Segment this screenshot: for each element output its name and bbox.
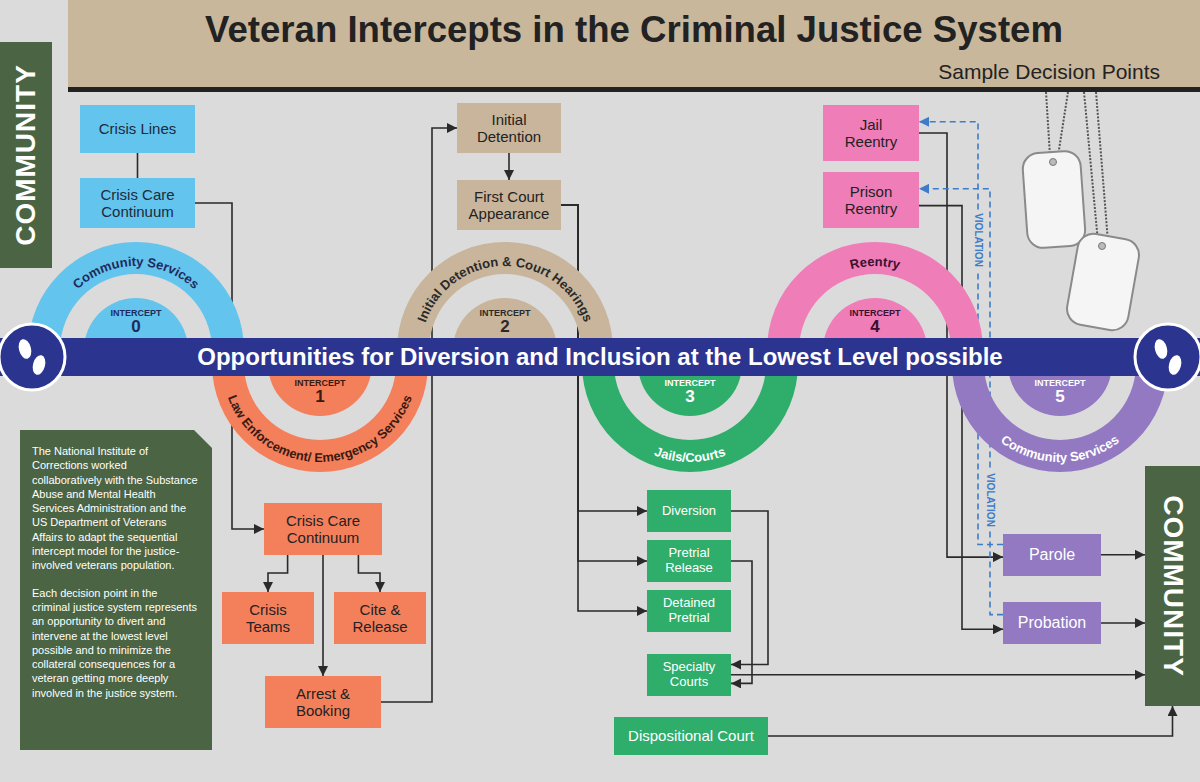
intercept-ring: Initial Detention & Court HearingsINTERC… <box>397 242 613 350</box>
process-box: Dispositional Court <box>614 717 768 755</box>
connector-line <box>508 153 510 180</box>
process-box: Arrest & Booking <box>265 676 381 728</box>
process-box: Diversion <box>647 490 731 532</box>
box-label: Prison Reentry <box>837 183 905 218</box>
box-label: Initial Detention <box>463 111 555 146</box>
intercept-ring: Community ServicesINTERCEPT0 <box>28 242 244 350</box>
subtitle-text: Sample Decision Points <box>938 60 1160 84</box>
process-box: Parole <box>1003 534 1101 576</box>
note-text: Each decision point in the criminal just… <box>32 586 198 700</box>
footprint-icon <box>1153 338 1170 360</box>
process-box: Crisis Teams <box>222 592 314 644</box>
box-label: Crisis Teams <box>228 601 308 636</box>
box-label: First Court Appearance <box>463 188 555 223</box>
intercept-number: 4 <box>870 318 879 336</box>
box-label: Crisis Care Continuum <box>86 186 189 221</box>
community-bar: COMMUNITY <box>0 42 52 268</box>
process-box: Detained Pretrial <box>647 590 731 632</box>
box-label: Detained Pretrial <box>653 596 725 626</box>
box-label: Crisis Lines <box>99 120 177 137</box>
connector-line <box>1101 622 1145 624</box>
footprint-icon <box>17 338 34 360</box>
process-box: Crisis Care Continuum <box>80 178 195 228</box>
box-label: Dispositional Court <box>628 727 754 744</box>
process-box: Crisis Care Continuum <box>264 503 382 555</box>
connector-line <box>731 511 768 665</box>
note-text: The National Institute of Corrections wo… <box>32 444 198 573</box>
ring-shape <box>952 364 1168 472</box>
banner-text: Opportunities for Diversion and Inclusio… <box>197 343 1002 371</box>
connector-line <box>268 555 288 592</box>
intercept-word: INTERCEPT <box>664 378 715 388</box>
box-label: Diversion <box>662 504 716 519</box>
ring-label: Community Services <box>998 432 1121 465</box>
intercept-ring: Law Enforcement/ Emergency ServicesINTER… <box>212 364 428 472</box>
intercept-word: INTERCEPT <box>849 308 900 318</box>
edge-label: VIOLATION <box>972 210 984 270</box>
process-box: Specialty Courts <box>647 654 731 696</box>
ring-label: Community Services <box>70 254 203 292</box>
community-label: COMMUNITY <box>1157 495 1189 677</box>
connector-line <box>358 555 380 592</box>
intercept-number: 0 <box>131 318 140 336</box>
box-label: Jail Reentry <box>837 116 905 151</box>
community-label: COMMUNITY <box>10 64 42 246</box>
intercept-ring: Jails/Courts INTERCEPT3 <box>582 364 798 472</box>
box-label: Specialty Courts <box>653 660 725 690</box>
ring-label: Initial Detention & Court Hearings <box>414 254 596 324</box>
intercept-ring: Community Services INTERCEPT5 <box>952 364 1168 472</box>
box-label: Parole <box>1029 546 1075 564</box>
intercept-number: 1 <box>315 388 324 406</box>
title-text: Veteran Intercepts in the Criminal Justi… <box>68 9 1200 51</box>
footprint-icon <box>1167 354 1184 376</box>
connector-line <box>1101 554 1145 556</box>
intercept-word: INTERCEPT <box>294 378 345 388</box>
note-panel: The National Institute of Corrections wo… <box>20 430 212 750</box>
box-label: Pretrial Release <box>653 546 725 576</box>
ring-shape <box>28 242 244 350</box>
title-band: Veteran Intercepts in the Criminal Justi… <box>68 0 1200 92</box>
connector-line <box>731 561 752 683</box>
connector-line <box>731 674 1145 676</box>
process-box: Initial Detention <box>457 103 561 153</box>
process-box: Crisis Lines <box>80 105 195 153</box>
ring-label: Reentry <box>848 254 902 273</box>
community-bar: COMMUNITY <box>1145 466 1200 706</box>
process-box: Jail Reentry <box>823 105 919 161</box>
footprint-icon <box>31 354 48 376</box>
end-circle <box>1135 324 1200 390</box>
end-circle <box>0 324 65 390</box>
intercept-word: INTERCEPT <box>1034 378 1085 388</box>
intercept-number: 5 <box>1055 388 1064 406</box>
ring-shape <box>767 242 983 350</box>
box-label: Arrest & Booking <box>271 685 375 720</box>
process-box: Cite & Release <box>334 592 426 644</box>
intercept-ring: ReentryINTERCEPT4 <box>767 242 983 350</box>
edge-label: VIOLATION <box>984 470 996 530</box>
ring-shape <box>582 364 798 472</box>
process-box: Prison Reentry <box>823 172 919 228</box>
connector-line <box>137 153 139 178</box>
process-box: Pretrial Release <box>647 540 731 582</box>
connector-line <box>322 555 324 676</box>
dog-tags <box>1022 92 1142 333</box>
process-box: Probation <box>1003 602 1101 644</box>
intercept-word: INTERCEPT <box>110 308 161 318</box>
intercept-number: 3 <box>685 388 694 406</box>
box-label: Probation <box>1018 614 1087 632</box>
intercept-number: 2 <box>500 318 509 336</box>
ring-shape <box>397 242 613 350</box>
ring-shape <box>212 364 428 472</box>
box-label: Cite & Release <box>340 601 420 636</box>
intercept-word: INTERCEPT <box>479 308 530 318</box>
box-label: Crisis Care Continuum <box>270 512 376 547</box>
ring-label: Jails/Courts <box>653 444 728 465</box>
connector-line <box>768 706 1173 736</box>
process-box: First Court Appearance <box>457 180 561 230</box>
banner-band: Opportunities for Diversion and Inclusio… <box>0 338 1200 376</box>
